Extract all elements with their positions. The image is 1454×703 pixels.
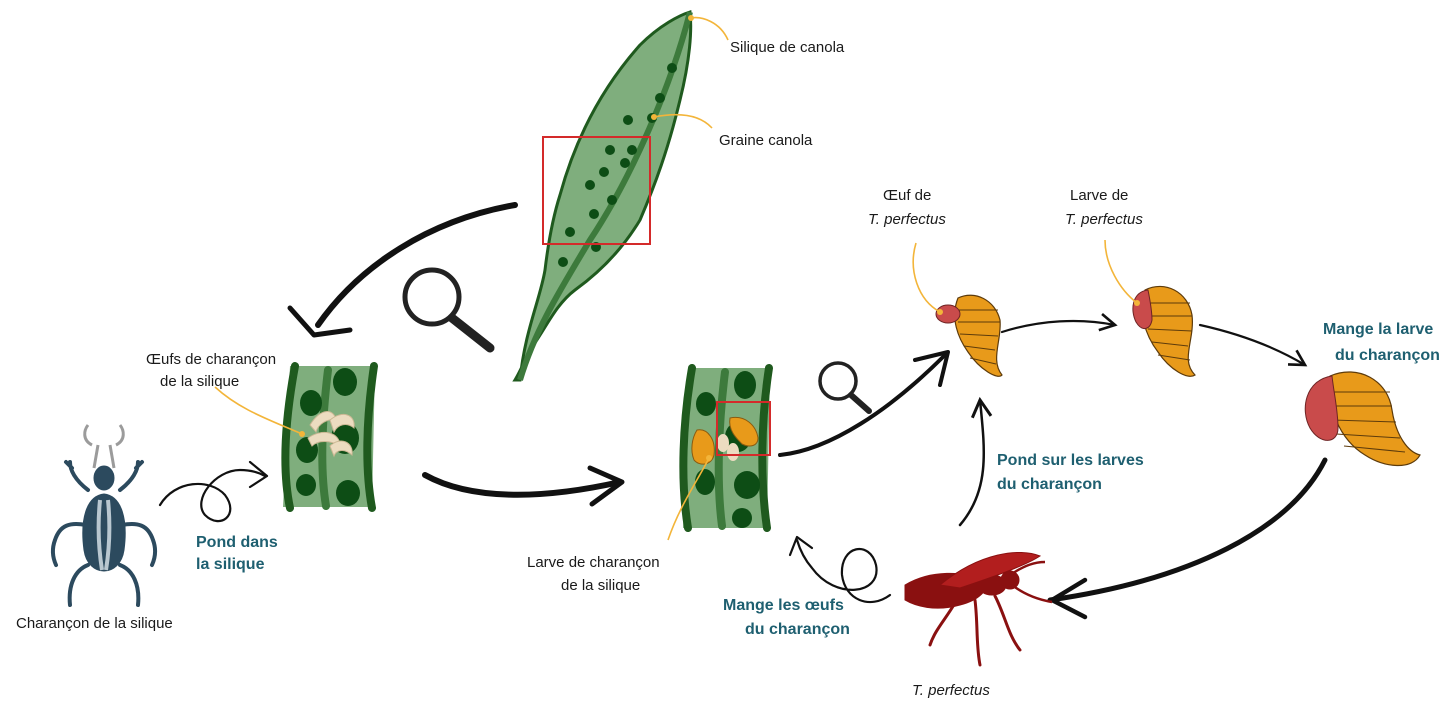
tp-egg-label-line1: Œuf de [883,187,931,204]
larva-label-line1: Larve de charançon [527,554,660,571]
weevil-illustration [53,425,155,605]
action-lays-line2: la silique [196,556,265,573]
tp-adult-wasp [905,552,1052,665]
tp-larva-on-larva [1133,286,1195,376]
tp-egg-label-pointer [913,243,943,315]
arrow-section-to-larva [425,468,622,504]
action-lays-on-line2: du charançon [997,476,1102,493]
action-eats-larva-line1: Mange la larve [1323,321,1433,338]
action-eats-eggs-line2: du charançon [745,621,850,638]
pod-section-larvae [683,368,770,528]
action-eats-eggs-line1: Mange les œufs [723,597,844,614]
canola-silique [515,12,691,380]
tp-larva-label-pointer [1105,240,1140,306]
eggs-label-line2: de la silique [160,373,239,390]
magnifier-icon [405,270,490,348]
tp-larva-label-line1: Larve de [1070,187,1128,204]
silique-label-pointer [688,15,728,40]
weevil-label: Charançon de la silique [16,615,173,632]
arrow-weevil-loop [160,462,267,521]
silique-label: Silique de canola [730,39,845,56]
eggs-label-line1: Œufs de charançon [146,351,276,368]
seed-label: Graine canola [719,132,813,149]
larva-label-line2: de la silique [561,577,640,594]
magnifier-icon [820,363,869,411]
tp-larva-feeding [1305,372,1420,466]
pod-section-eggs [283,366,375,508]
arrow-larva-to-feeding [1200,325,1305,365]
arrow-egg-to-larva [1002,321,1115,332]
arrow-pod-to-section [290,205,515,335]
arrow-adult-to-pod-loop [790,537,890,602]
tp-egg-label-line2: T. perfectus [868,211,946,228]
action-lays-on-line1: Pond sur les larves [997,452,1144,469]
tp-larva-label-line2: T. perfectus [1065,211,1143,228]
action-eats-larva-line2: du charançon [1335,347,1440,364]
action-lays-line1: Pond dans [196,534,278,551]
arrow-adult-to-egg [960,400,984,525]
adult-label: T. perfectus [912,682,990,699]
